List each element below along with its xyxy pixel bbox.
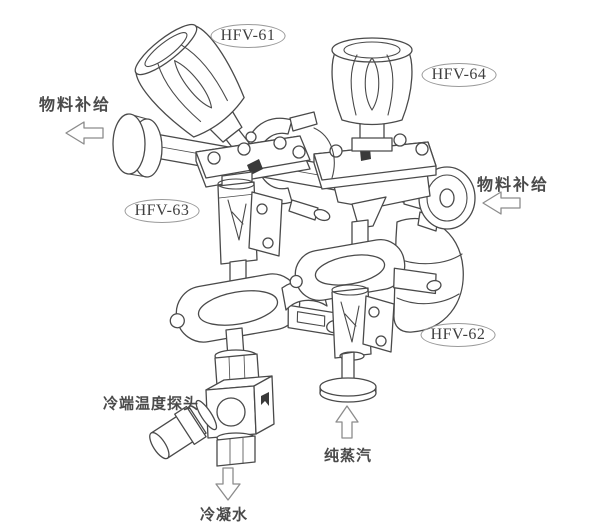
- material-supply-left-arrow-icon: [65, 121, 104, 145]
- probe-block: [205, 375, 275, 439]
- tri-clamp-right: [289, 238, 442, 302]
- material-supply-right-arrow-icon: [482, 191, 521, 215]
- valve-hfv-64: [313, 37, 437, 229]
- center-clamp: [243, 111, 335, 222]
- valve-hfv-62: [289, 219, 442, 403]
- valve-hfv-63: [217, 171, 283, 293]
- valve-tag-hfv-61: HFV-61: [210, 24, 286, 48]
- flow-arrows: [65, 121, 521, 501]
- label-pure-steam: 纯蒸汽: [323, 447, 373, 465]
- steam-inlet-disc: [319, 377, 377, 403]
- label-cold-end-temperature-probe: 冷端温度探头: [102, 395, 200, 413]
- condensate-fitting: [216, 432, 256, 467]
- valve-tag-hfv-62: HFV-62: [420, 323, 496, 347]
- label-material-supply-right: 物料补给: [476, 177, 550, 194]
- drain-line: [149, 327, 275, 467]
- handwheel-hfv-61: [134, 23, 256, 161]
- left-flange: [112, 113, 163, 178]
- label-material-supply-left: 物料补给: [38, 97, 112, 114]
- temperature-probe: [149, 399, 218, 460]
- valve-tag-hfv-64: HFV-64: [421, 63, 497, 87]
- valve-hfv-61: [134, 23, 311, 188]
- valve-tag-hfv-63: HFV-63: [124, 199, 200, 223]
- condensate-arrow-icon: [215, 467, 241, 501]
- pure-steam-arrow-icon: [335, 405, 359, 439]
- handwheel-hfv-64: [331, 37, 413, 126]
- label-condensate-water: 冷凝水: [199, 506, 249, 524]
